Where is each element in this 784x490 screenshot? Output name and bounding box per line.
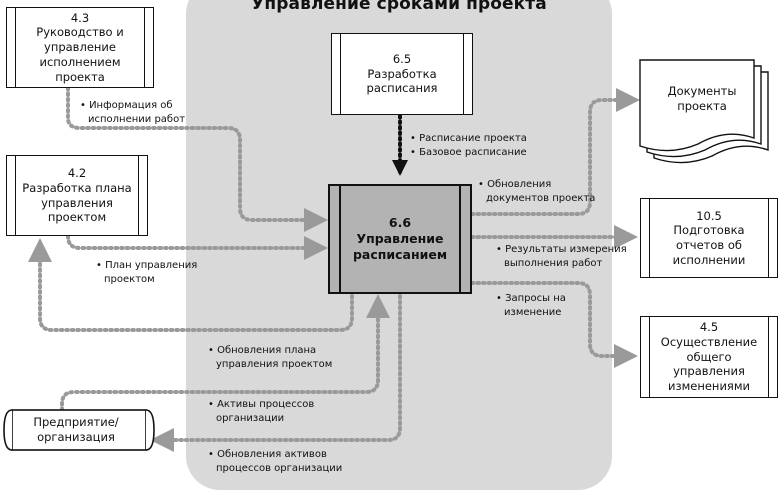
- process-number: 4.3: [70, 10, 90, 25]
- flow-label-work-results: Результаты измерения выполнения работ: [496, 243, 627, 270]
- flow-line-doc-updates: [470, 88, 640, 216]
- process-box-6-5: 6.5 Разработка расписания: [331, 33, 473, 115]
- flow-line-org-assets: [60, 294, 390, 412]
- flow-label-line: План управления: [96, 259, 197, 273]
- organization-label: Предприятие/ организация: [33, 415, 119, 444]
- process-box-4-5: 4.5 Осуществление общего управления изме…: [640, 316, 778, 398]
- flow-label-work-info: Информация об исполнении работ: [80, 99, 185, 126]
- process-label: Разработка расписания: [366, 66, 438, 96]
- flow-label-line: Обновления плана: [208, 344, 332, 358]
- flow-label-line: организации: [216, 412, 285, 424]
- flow-label-schedule: Расписание проекта Базовое расписание: [410, 132, 527, 159]
- flow-label-plan-updates: Обновления плана управления проектом: [208, 344, 332, 371]
- flow-label-line: процессов организации: [216, 462, 343, 474]
- flow-label-line: выполнения работ: [504, 257, 603, 269]
- process-number: 10.5: [696, 208, 722, 223]
- flow-label-org-assets: Активы процессов организации: [208, 398, 314, 425]
- flow-label-org-asset-updates: Обновления активов процессов организации: [208, 448, 342, 475]
- flow-label-change-requests: Запросы на изменение: [496, 292, 566, 319]
- process-number: 6.6: [388, 215, 412, 230]
- flow-label-pm-plan: План управления проектом: [96, 259, 197, 286]
- documents-label: Документы проекта: [667, 84, 737, 113]
- flow-line-org-asset-updates: [150, 294, 402, 452]
- process-label: Разработка плана управления проектом: [22, 180, 132, 225]
- flow-line-pm-plan: [66, 234, 328, 260]
- process-number: 4.2: [67, 166, 87, 181]
- documents-stack: [639, 59, 769, 164]
- flow-label-line: Базовое расписание: [410, 146, 527, 160]
- panel-title: Управление сроками проекта: [251, 0, 547, 14]
- process-label: Управление расписанием: [352, 231, 448, 262]
- process-label: Подготовка отчетов об исполнении: [672, 223, 746, 267]
- flow-label-line: изменение: [504, 306, 562, 318]
- flow-label-line: исполнении работ: [88, 113, 186, 125]
- process-number: 4.5: [699, 320, 719, 335]
- flow-label-line: Запросы на: [496, 292, 566, 306]
- flow-label-line: управления проектом: [216, 358, 333, 370]
- flow-label-doc-updates: Обновления документов проекта: [478, 178, 595, 205]
- flow-line-work-info: [66, 86, 328, 232]
- organization-shape: [3, 409, 155, 451]
- process-box-6-6: 6.6 Управление расписанием: [328, 184, 472, 294]
- connector-layer: [3, 59, 769, 452]
- process-label: Руководство и управление исполнением про…: [36, 25, 124, 84]
- flow-label-line: Результаты измерения: [496, 243, 627, 257]
- flow-line-change-requests: [470, 281, 638, 368]
- process-box-10-5: 10.5 Подготовка отчетов об исполнении: [640, 198, 778, 278]
- flow-label-line: Активы процессов: [208, 398, 314, 412]
- flow-label-line: документов проекта: [486, 192, 596, 204]
- process-box-4-3: 4.3 Руководство и управление исполнением…: [6, 7, 154, 88]
- process-box-4-2: 4.2 Разработка плана управления проектом: [6, 155, 148, 236]
- flow-label-line: Обновления активов: [208, 448, 342, 462]
- process-number: 6.5: [392, 51, 412, 66]
- flow-line-plan-updates: [28, 238, 354, 332]
- flow-label-line: Обновления: [478, 178, 595, 192]
- flow-label-line: Информация об: [80, 99, 185, 113]
- flow-label-line: Расписание проекта: [410, 132, 527, 146]
- flow-label-line: проектом: [104, 273, 155, 285]
- process-label: Осуществление общего управления изменени…: [660, 334, 758, 394]
